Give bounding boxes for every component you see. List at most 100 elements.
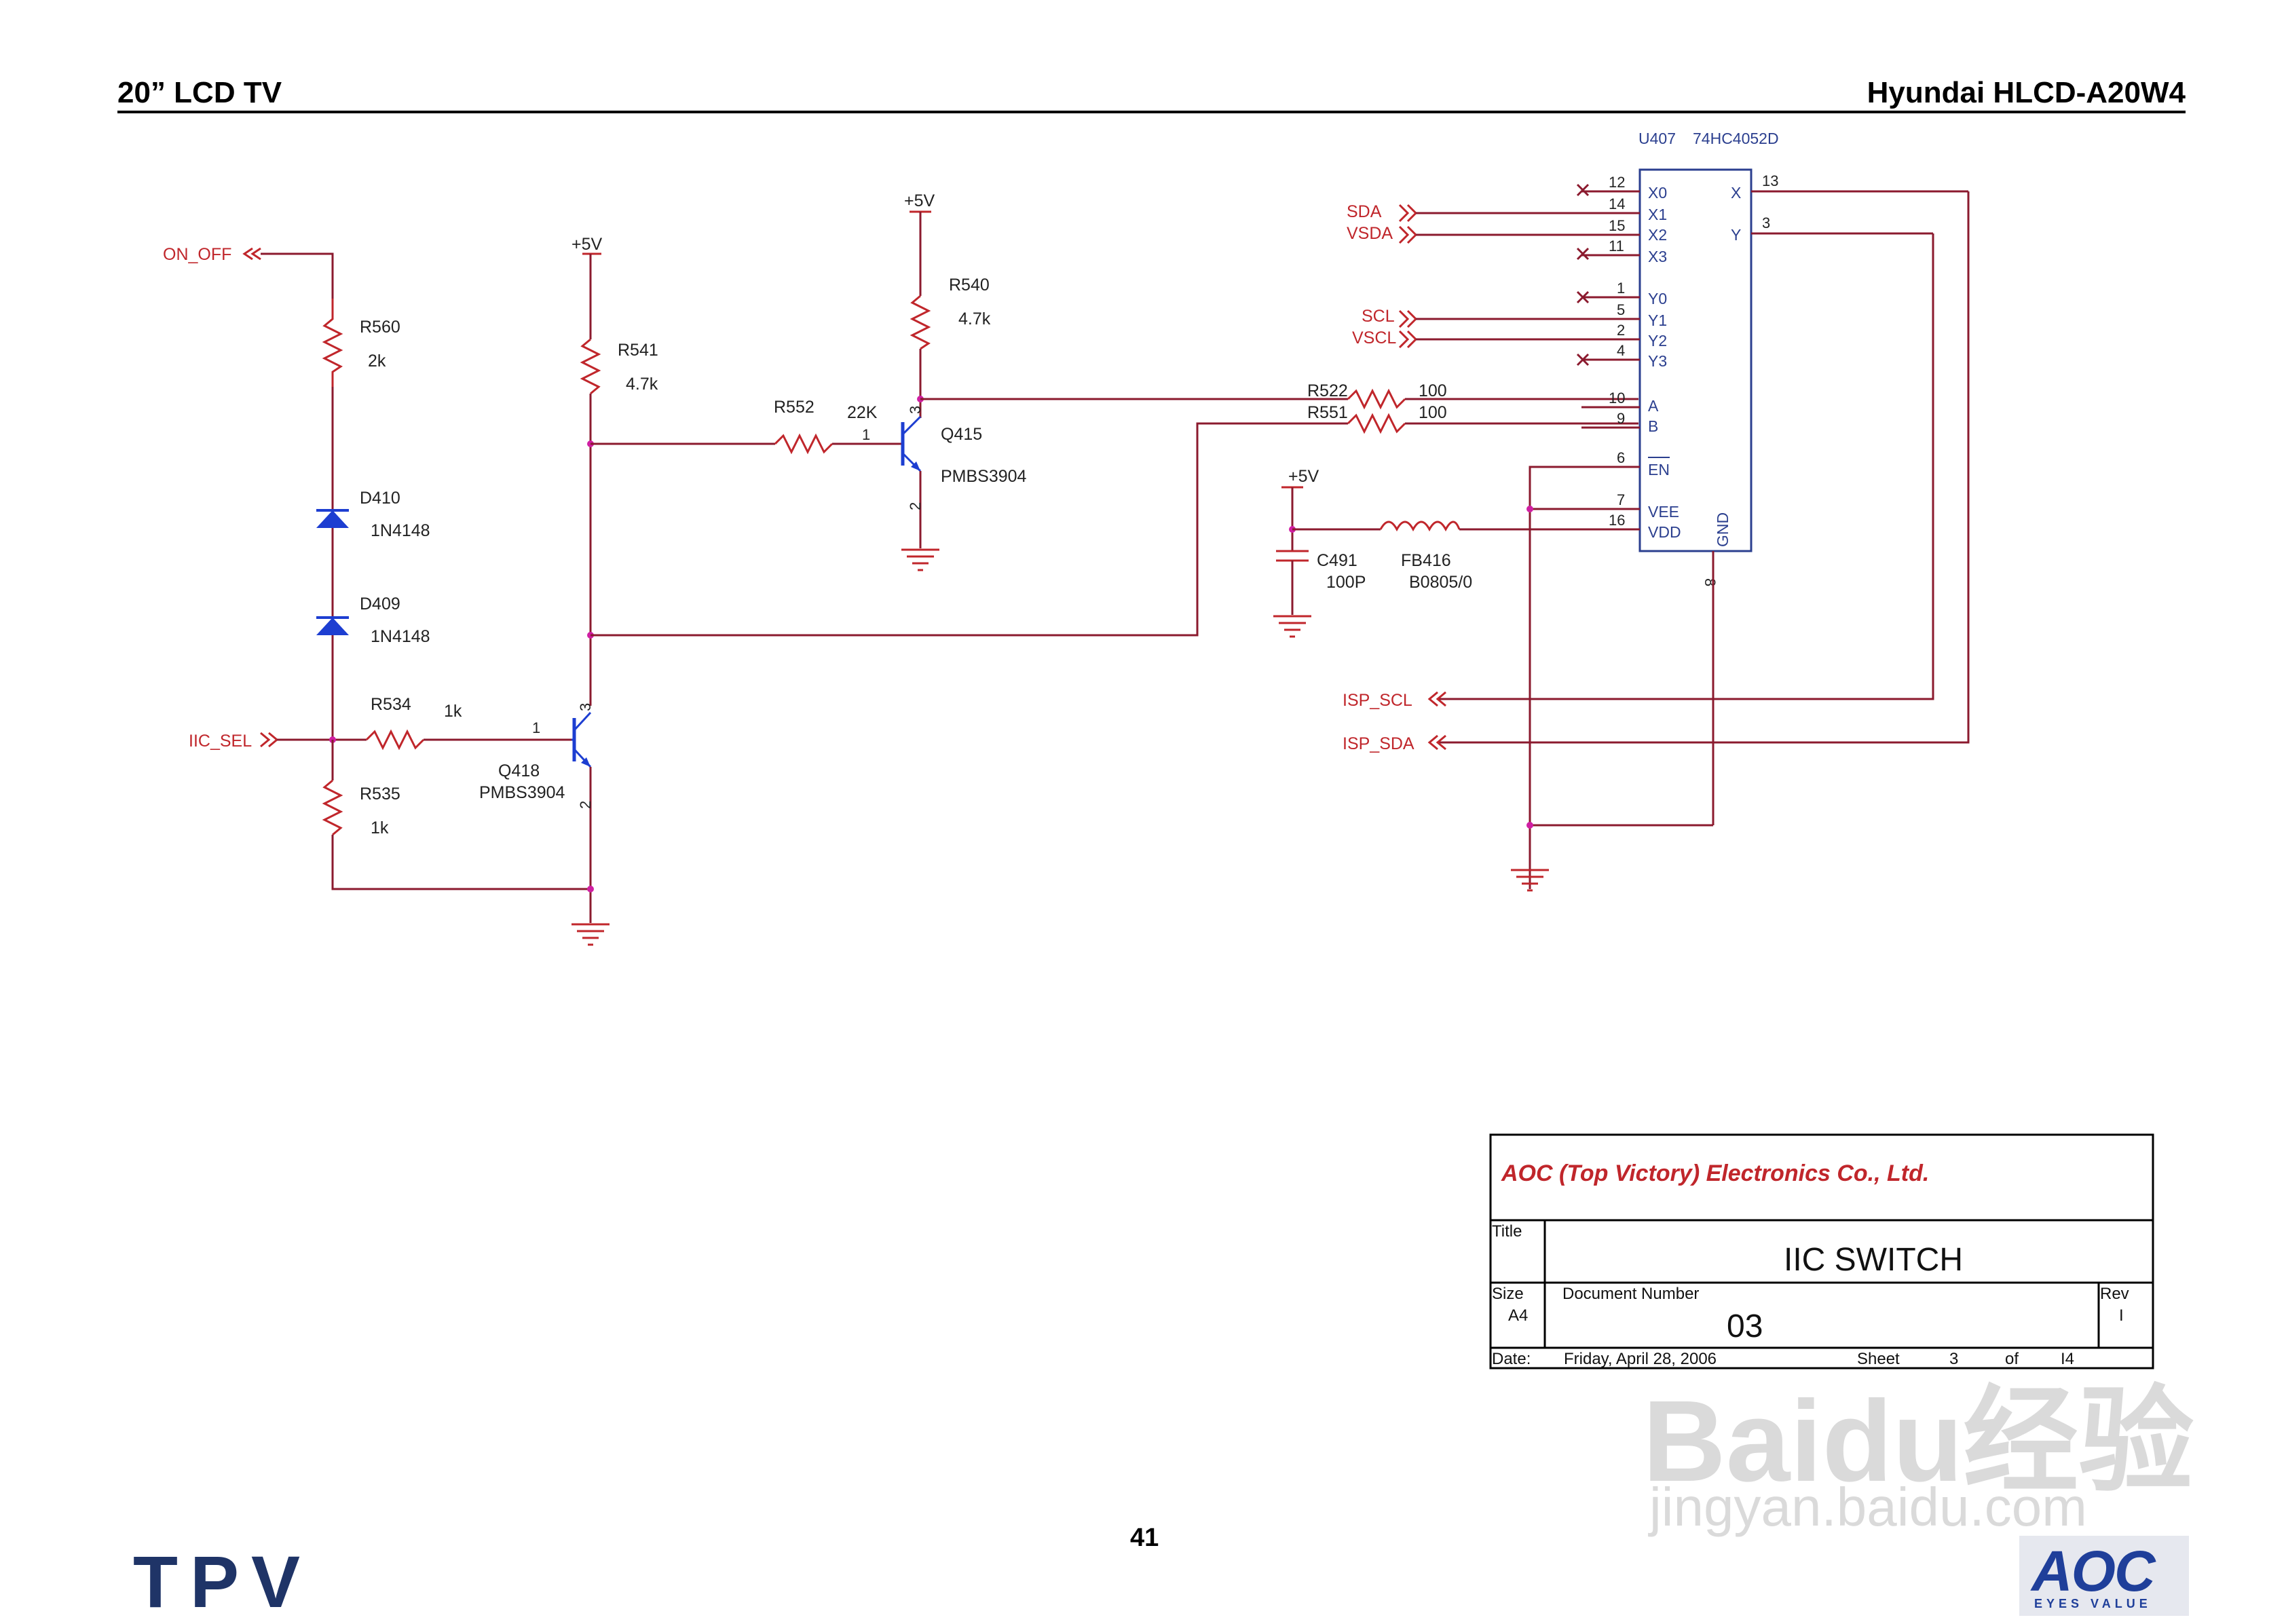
ic-u407: U407 74HC4052D 12 14 15 11 1 5 2 4 10 9 xyxy=(1581,130,1968,825)
fb416-symbol xyxy=(1379,521,1461,532)
tb-of: I4 xyxy=(2061,1350,2074,1368)
ic-pin-name-7: Y3 xyxy=(1648,352,1667,370)
resistor-r541: R541 4.7k xyxy=(580,338,658,706)
r551-symbol xyxy=(1347,413,1406,434)
aoc-logo-tagline: EYES VALUE xyxy=(2034,1597,2152,1610)
ic-pin-name-11: VEE xyxy=(1648,503,1679,521)
fb416-ref: FB416 xyxy=(1401,551,1451,570)
r522-value: 100 xyxy=(1419,381,1447,400)
q418-value: PMBS3904 xyxy=(479,783,565,802)
ground-symbol-b xyxy=(901,548,939,571)
vcc-rail-a: +5V xyxy=(572,235,603,339)
ic-pin-name-5: Y1 xyxy=(1648,311,1667,329)
tb-title-label: Title xyxy=(1492,1222,1522,1241)
net-label-isp-scl: ISP_SCL xyxy=(1343,691,1412,710)
c491-value: 100P xyxy=(1326,573,1366,592)
ic-ground-bus xyxy=(1526,466,1713,889)
r560-value: 2k xyxy=(368,352,386,371)
ic-pin-name-4: Y0 xyxy=(1648,290,1667,307)
tb-date: Friday, April 28, 2006 xyxy=(1564,1350,1717,1368)
tb-company: AOC (Top Victory) Electronics Co., Ltd. xyxy=(1501,1160,1929,1186)
ic-pin-name-9: B xyxy=(1648,417,1658,435)
net-label-on-off: ON_OFF xyxy=(163,245,231,264)
ic-right-pin-name-0: X xyxy=(1731,184,1741,202)
r552-pin: 1 xyxy=(862,426,870,443)
r551-ref: R551 xyxy=(1307,403,1348,422)
wire-to-r551 xyxy=(591,422,1348,637)
c491-ref: C491 xyxy=(1317,551,1357,570)
ic-gnd-name: GND xyxy=(1714,512,1731,547)
tb-date-label: Date: xyxy=(1492,1350,1531,1368)
iic-sel-net-group: IIC_SEL xyxy=(189,732,367,751)
ic-pin-num-4: 1 xyxy=(1617,280,1625,297)
ic-pin-num-2: 15 xyxy=(1609,217,1625,234)
title-block-frame xyxy=(1489,1133,2154,1370)
q418-pin-c: 3 xyxy=(577,703,594,711)
r534-ref: R534 xyxy=(371,695,411,714)
r540-symbol xyxy=(910,295,931,350)
ic-pin-num-3: 11 xyxy=(1609,238,1624,254)
d409-symbol xyxy=(316,618,349,635)
ic-body xyxy=(1638,168,1753,552)
ic-ref: U407 xyxy=(1638,130,1676,147)
ic-left-pins xyxy=(1581,190,1640,531)
vcc-rail-c: +5V xyxy=(1281,467,1381,551)
ic-pin-num-6: 2 xyxy=(1617,322,1625,339)
header-rule xyxy=(117,111,2186,113)
r540-value: 4.7k xyxy=(958,309,991,328)
ground-symbol-a xyxy=(572,923,610,946)
aoc-logo-text: AOC xyxy=(2031,1539,2156,1603)
resistor-r552: R552 22K 1 xyxy=(591,398,903,455)
d409-ref: D409 xyxy=(360,594,400,613)
ic-pin-num-7: 4 xyxy=(1617,342,1625,359)
fb416-value: B0805/0 xyxy=(1409,573,1472,592)
watermark-sub: jingyan.baidu.com xyxy=(1649,1477,2087,1537)
d410-value: 1N4148 xyxy=(371,521,430,540)
ferrite-fb416: FB416 B0805/0 xyxy=(1379,521,1638,592)
ic-right-pin-name-1: Y xyxy=(1731,226,1741,244)
tb-rev: I xyxy=(2119,1306,2124,1325)
ic-pin-num-8: 10 xyxy=(1609,390,1625,407)
ic-right-pin-num-0: 13 xyxy=(1762,172,1778,189)
watermark-main: Baidu经验 xyxy=(1643,1377,2194,1506)
net-label-scl: SCL xyxy=(1362,307,1395,326)
r541-symbol xyxy=(580,338,601,395)
diode-d410: D410 1N4148 xyxy=(316,489,430,597)
no-connect-marks xyxy=(1576,183,1590,366)
ic-pin-name-2: X2 xyxy=(1648,226,1667,244)
r522-symbol xyxy=(1347,388,1406,410)
tb-docnum: 03 xyxy=(1727,1308,1763,1344)
on-off-net-group: ON_OFF xyxy=(163,245,334,299)
ic-pin-name-8: A xyxy=(1648,397,1659,415)
d410-ref: D410 xyxy=(360,489,400,508)
r541-ref: R541 xyxy=(618,341,658,360)
vcc-label-c: +5V xyxy=(1288,467,1319,486)
ic-input-nets: SDA VSDA SCL VSCL xyxy=(1347,202,1581,349)
resistor-r540: R540 4.7k xyxy=(910,276,991,418)
r534-value: 1k xyxy=(444,702,462,721)
vcc-label-a: +5V xyxy=(572,235,603,254)
ic-pin-num-0: 12 xyxy=(1609,174,1625,191)
resistor-r560: R560 2k xyxy=(322,299,400,387)
tb-docnum-label: Document Number xyxy=(1562,1285,1699,1303)
d409-value: 1N4148 xyxy=(371,627,430,646)
ic-gnd-num: 8 xyxy=(1702,578,1719,586)
wire-on-off xyxy=(261,252,334,299)
ic-pin-name-12: VDD xyxy=(1648,523,1681,541)
r540-ref: R540 xyxy=(949,276,990,295)
transistor-q415: 3 2 Q415 PMBS3904 xyxy=(901,396,1027,548)
resistor-r535: R535 1k xyxy=(322,740,591,890)
q415-pin-c: 3 xyxy=(907,406,924,414)
tb-sheet: 3 xyxy=(1949,1350,1958,1368)
resistor-r534: R534 1k xyxy=(365,695,572,751)
r534-symbol xyxy=(365,729,425,751)
page-number: 41 xyxy=(1130,1524,1159,1552)
ic-pin-num-12: 16 xyxy=(1609,512,1625,529)
q418-pin-b: 1 xyxy=(532,719,540,736)
aoc-logo: AOC EYES VALUE xyxy=(2019,1536,2189,1616)
vcc-rail-b: +5V xyxy=(904,191,935,296)
r522-ref: R522 xyxy=(1307,381,1348,400)
r535-symbol xyxy=(322,779,343,836)
isp-output-nets: ISP_SCL ISP_SDA xyxy=(1343,191,1970,753)
